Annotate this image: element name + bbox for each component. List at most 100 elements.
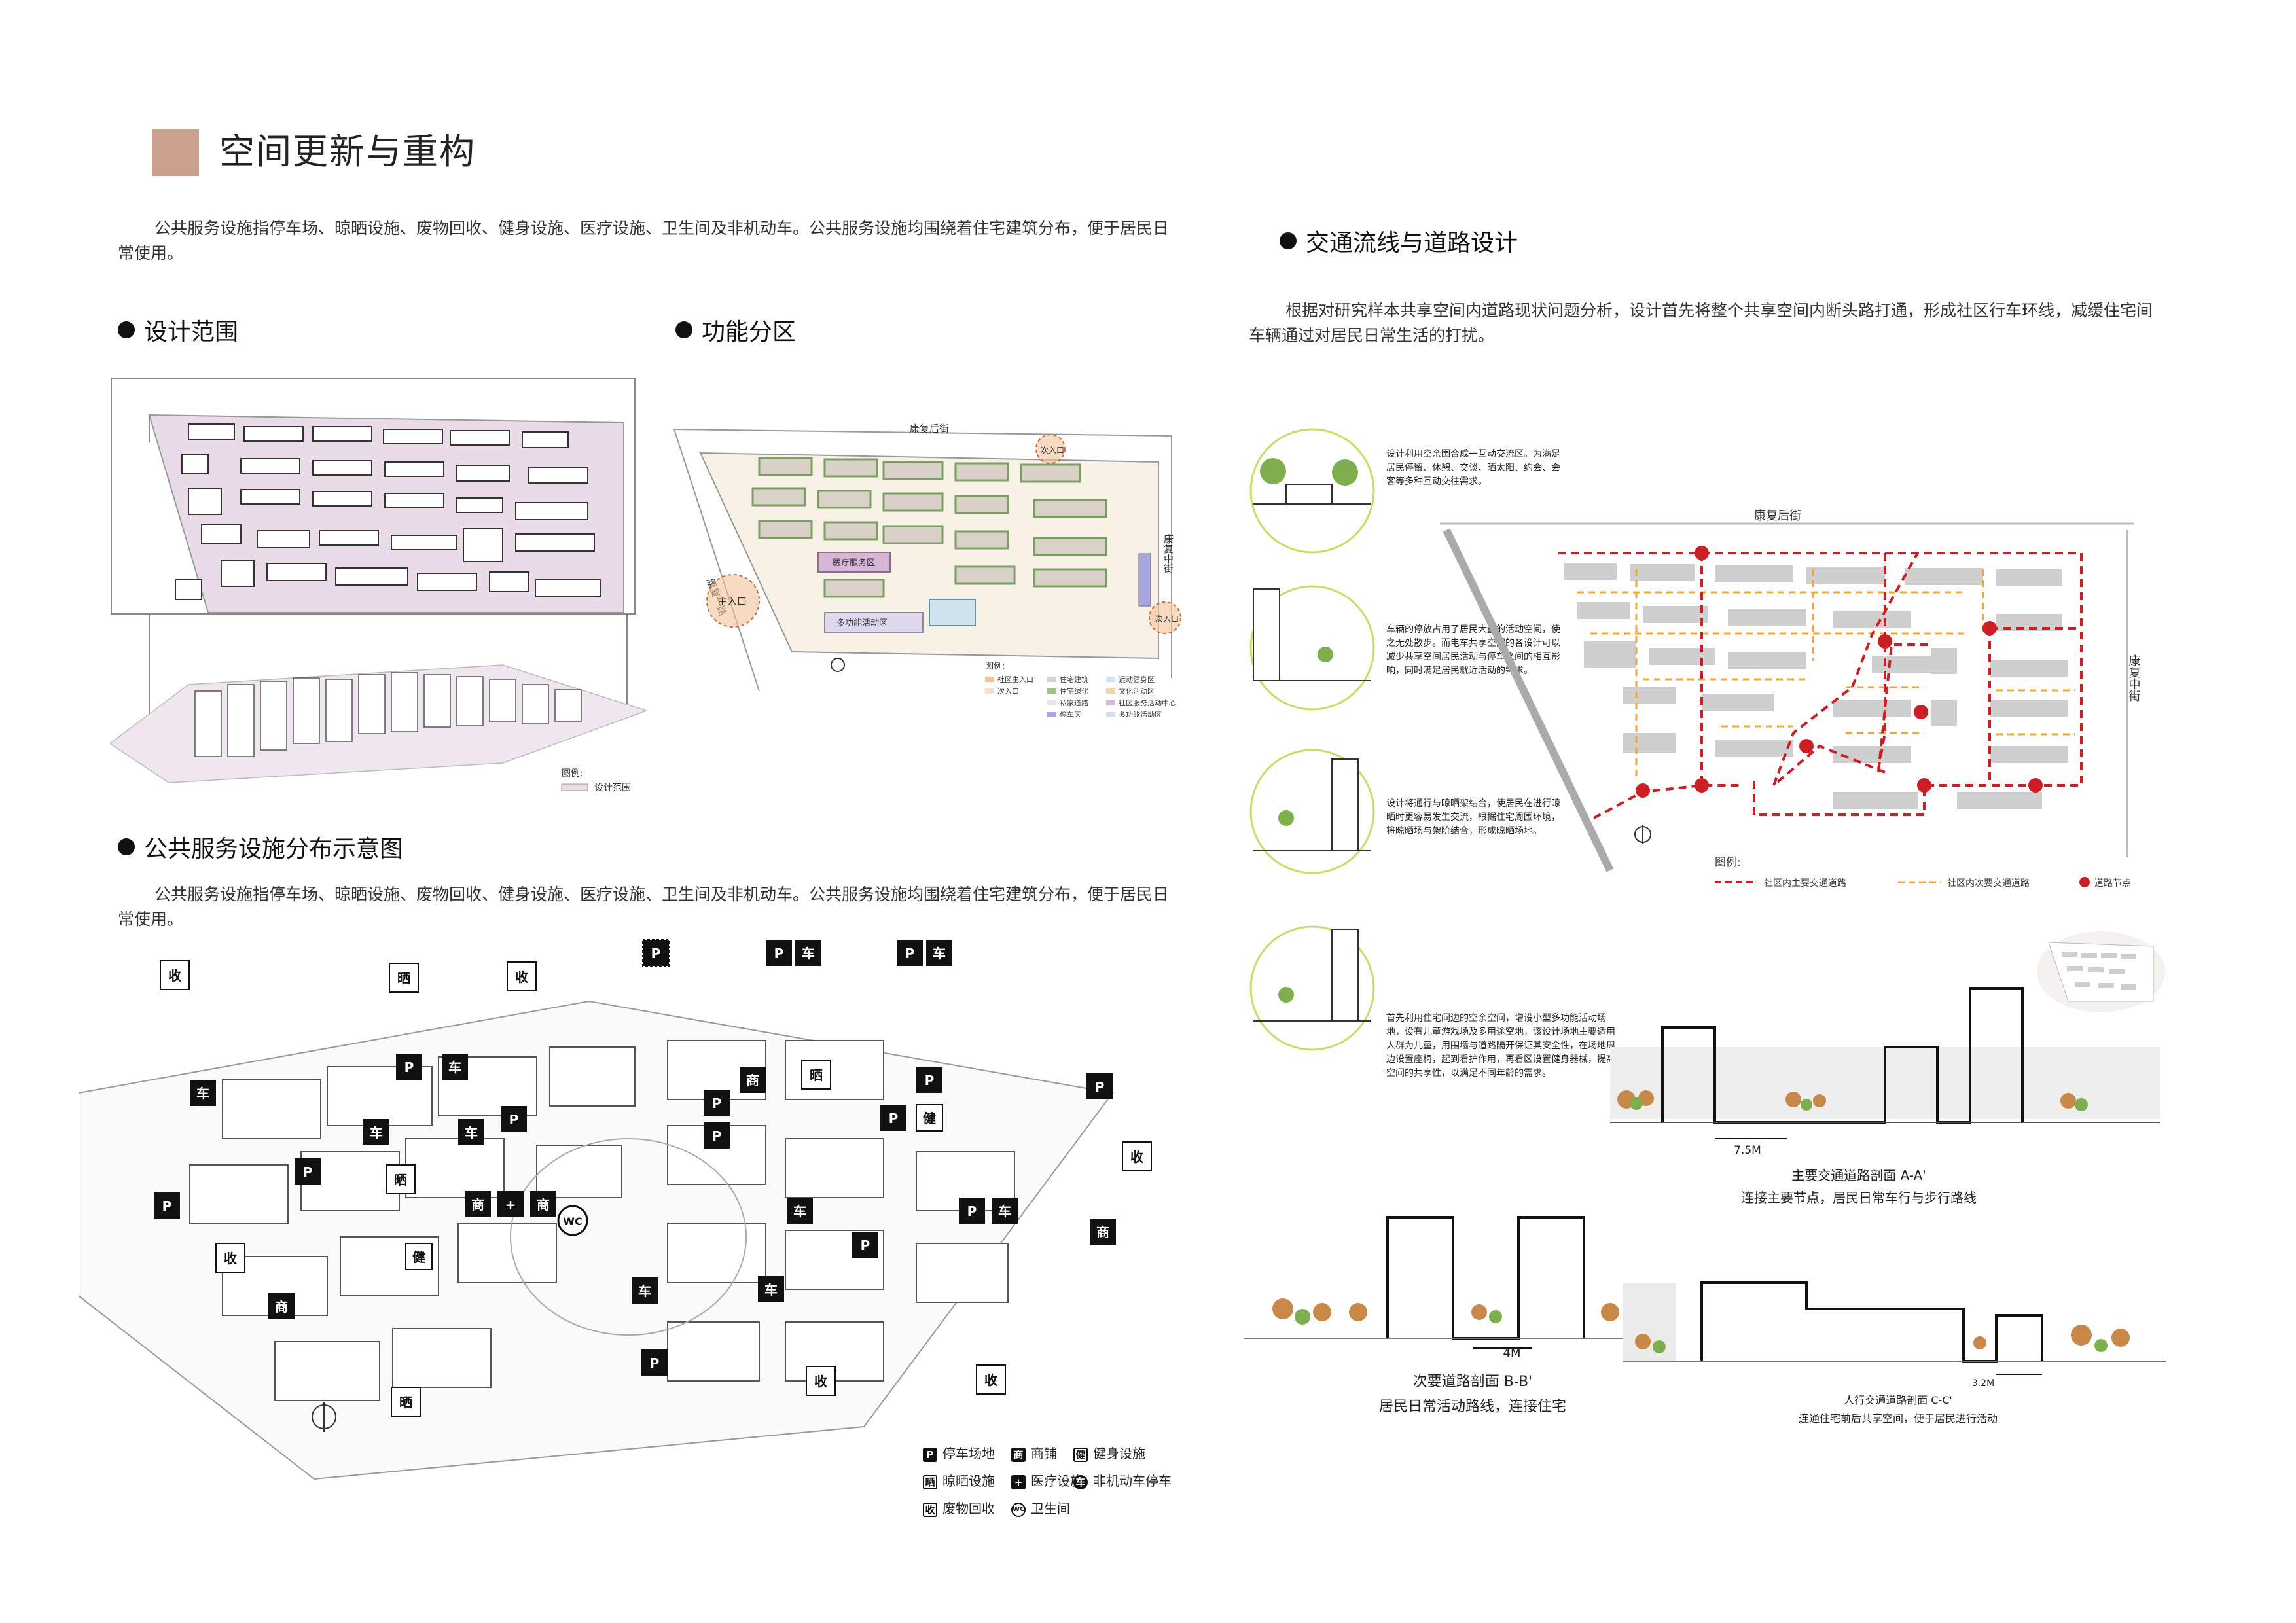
- bicycle-parking-icon: 车: [1073, 1474, 1088, 1489]
- bicycle-parking-icon: 车: [795, 940, 821, 966]
- svg-text:收: 收: [515, 969, 528, 985]
- traffic-note-3: 设计将通行与晾晒架结合，使居民在进行晾晒时更容易发生交流，根据住宅周围环境，将晾…: [1386, 798, 1560, 836]
- traffic-legend-secondary: 社区内次要交通道路: [1947, 878, 2030, 889]
- svg-text:车: 车: [370, 1125, 383, 1141]
- section-bb-dimension: 4M: [1503, 1346, 1521, 1360]
- parking-icon: P: [704, 1090, 730, 1116]
- svg-text:健: 健: [412, 1249, 425, 1265]
- section-cc-subtitle: 连通住宅前后共享空间，便于居民进行活动: [1798, 1412, 1998, 1425]
- legend-drying: 晒晾晒设施: [923, 1472, 995, 1489]
- medical-icon: +: [497, 1191, 524, 1217]
- svg-text:车: 车: [802, 946, 815, 961]
- traffic-note-4: 首先利用住宅间边的空余空间，增设小型多功能活动场地，设有儿童游戏场及多用途空地，…: [1386, 1013, 1615, 1079]
- bullet-icon: [118, 321, 135, 338]
- toilet-icon: WC: [557, 1205, 588, 1236]
- svg-text:P: P: [712, 1128, 722, 1144]
- parking-icon: P: [923, 1447, 937, 1462]
- svg-text:车: 车: [465, 1125, 478, 1141]
- traffic-legend-main: 社区内主要交通道路: [1764, 878, 1846, 889]
- parking-icon: P: [501, 1106, 527, 1132]
- zoning-legend-item: 社区服务活动中心: [1119, 698, 1176, 707]
- section-cc-drawing: [1623, 1281, 2166, 1375]
- zoning-legend-item: 多功能活动区: [1119, 710, 1162, 717]
- svg-text:晒: 晒: [810, 1067, 823, 1083]
- zoning-road-right: 康复中街: [1162, 534, 1174, 573]
- svg-text:车: 车: [448, 1060, 461, 1075]
- bicycle-parking-icon: 车: [926, 940, 952, 966]
- bicycle-parking-icon: 车: [758, 1276, 784, 1302]
- svg-text:晒: 晒: [397, 971, 410, 986]
- svg-text:P: P: [925, 1073, 935, 1088]
- legend-recycling: 收废物回收: [923, 1500, 995, 1517]
- section-bb-drawing: [1244, 1216, 1662, 1349]
- design-scope-heading: 设计范围: [118, 318, 238, 347]
- traffic-note-2: 车辆的停放占用了居民大量的活动空间，使之无处散步。而电车共享空间的各设计可以减少…: [1386, 624, 1560, 676]
- svg-text:P: P: [651, 946, 661, 961]
- svg-text:P: P: [905, 946, 915, 961]
- design-scope-legend-title: 图例:: [562, 768, 583, 779]
- svg-text:车: 车: [998, 1204, 1011, 1219]
- zone-medical-label: 医疗服务区: [833, 558, 875, 568]
- bicycle-parking-icon: 车: [632, 1277, 658, 1304]
- zone-multifunction-label: 多功能活动区: [836, 618, 888, 628]
- zoning-heading: 功能分区: [675, 318, 796, 347]
- svg-text:P: P: [162, 1198, 172, 1214]
- zoning-legend-item: 次入口: [997, 687, 1019, 696]
- svg-text:商: 商: [471, 1197, 484, 1213]
- zoning-legend-title: 图例:: [985, 662, 1005, 671]
- svg-text:车: 车: [764, 1282, 778, 1298]
- parking-icon: P: [704, 1122, 730, 1149]
- bicycle-parking-icon: 车: [992, 1198, 1018, 1224]
- traffic-site-plan: 康复后街 康复中街 图例: 社区内主要交通道路 社区内次要交通道路 道路节点: [1440, 509, 2141, 889]
- zoning-legend-item: 文化活动区: [1119, 687, 1155, 696]
- shop-icon: 商: [465, 1191, 491, 1217]
- legend-bicycle: 车非机动车停车: [1073, 1472, 1172, 1489]
- recycling-icon: 收: [507, 961, 537, 991]
- traffic-legend-title: 图例:: [1715, 856, 1741, 869]
- toilet-icon: WC: [1011, 1502, 1026, 1517]
- parking-icon: P: [295, 1158, 321, 1185]
- svg-text:P: P: [509, 1112, 519, 1128]
- title-accent-square: [152, 129, 199, 176]
- svg-text:P: P: [1095, 1079, 1105, 1095]
- zoning-legend-item: 住宅建筑: [1060, 675, 1088, 684]
- svg-text:P: P: [303, 1164, 313, 1180]
- section-aa-drawing: [1610, 987, 2160, 1139]
- parking-icon: P: [1086, 1073, 1113, 1099]
- parking-icon: P: [642, 939, 670, 967]
- bicycle-parking-icon: 车: [787, 1198, 813, 1224]
- zoning-secondary-entrance-top: 次入口: [1041, 446, 1064, 455]
- fitness-icon: 健: [405, 1243, 433, 1270]
- bicycle-parking-icon: 车: [190, 1080, 216, 1106]
- parking-icon: P: [396, 1054, 422, 1080]
- legend-fitness: 健健身设施: [1073, 1445, 1145, 1462]
- drying-icon: 晒: [923, 1474, 937, 1489]
- shop-icon: 商: [1090, 1219, 1116, 1245]
- traffic-intro: 根据对研究样本共享空间内道路现状问题分析，设计首先将整个共享空间内断头路打通，形…: [1249, 301, 2153, 345]
- shop-icon: 商: [740, 1067, 766, 1093]
- north-arrow-icon: [831, 658, 845, 672]
- svg-text:车: 车: [933, 946, 946, 961]
- bicycle-parking-icon: 车: [442, 1054, 468, 1080]
- svg-text:P: P: [712, 1096, 722, 1111]
- traffic-legend-node: 道路节点: [2094, 878, 2131, 889]
- section-aa-dimension: 7.5M: [1734, 1144, 1761, 1157]
- facilities-intro: 公共服务设施指停车场、晾晒设施、废物回收、健身设施、医疗设施、卫生间及非机动车。…: [118, 885, 1170, 929]
- bullet-icon: [118, 838, 135, 855]
- bullet-icon: [1280, 232, 1297, 249]
- svg-text:商: 商: [1096, 1224, 1109, 1240]
- svg-text:P: P: [889, 1111, 899, 1126]
- shop-icon: 商: [530, 1191, 556, 1217]
- svg-text:P: P: [404, 1060, 414, 1075]
- page-title: 空间更新与重构: [219, 131, 476, 172]
- zoning-secondary-entrance-right: 次入口: [1155, 615, 1179, 624]
- svg-text:收: 收: [814, 1374, 827, 1389]
- svg-text:健: 健: [923, 1111, 936, 1126]
- fitness-icon: 健: [1073, 1447, 1088, 1462]
- svg-text:车: 车: [638, 1283, 651, 1299]
- section-bb-subtitle: 居民日常活动路线，连接住宅: [1378, 1399, 1566, 1415]
- shop-icon: 商: [1011, 1447, 1026, 1462]
- parking-icon: P: [852, 1232, 878, 1258]
- section-aa-title: 主要交通道路剖面 A-A': [1791, 1168, 1926, 1183]
